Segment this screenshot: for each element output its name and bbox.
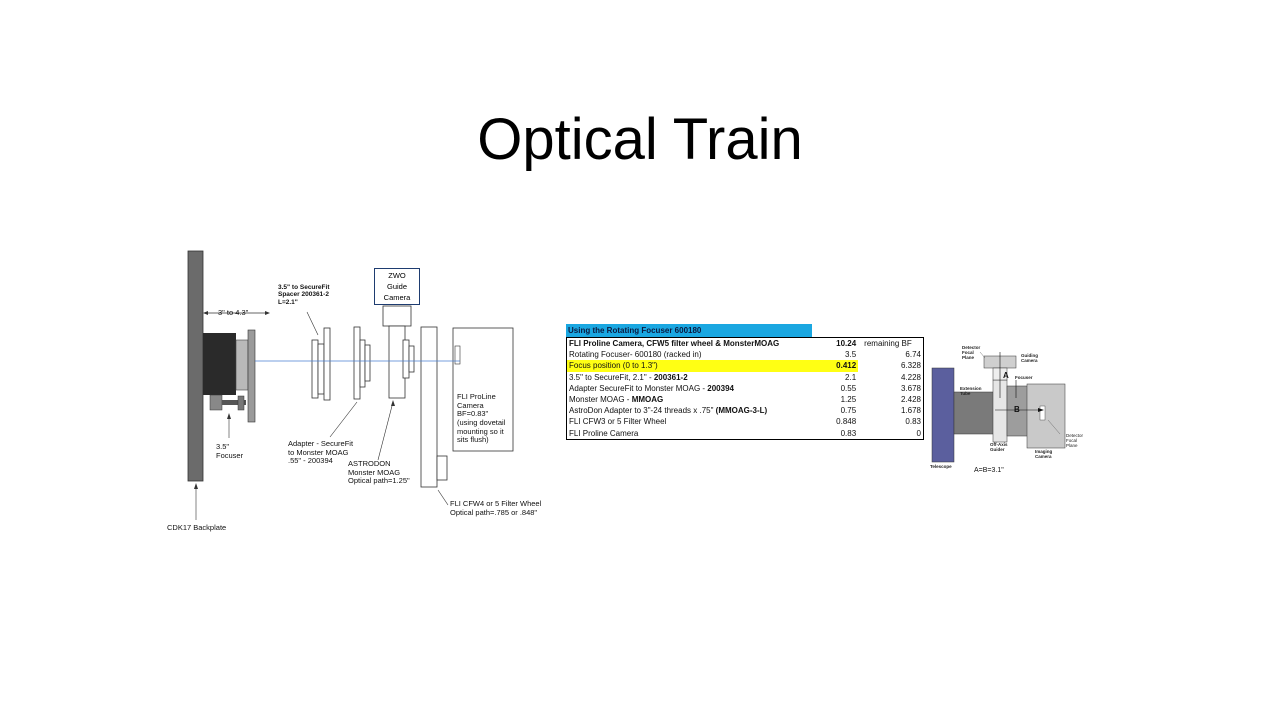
slide-title: Optical Train <box>477 107 803 172</box>
filter-wheel-label: FLI CFW4 or 5 Filter Wheel Optical path=… <box>450 499 542 517</box>
imaging-camera <box>1026 383 1066 449</box>
table-row: FLI Proline Camera 0.83 0 <box>569 428 921 438</box>
table-row: FLI CFW3 or 5 Filter Wheel 0.848 0.83 <box>569 417 921 427</box>
moag-label: ASTRODON Monster MOAG Optical path=1.25" <box>348 459 410 486</box>
fli-proline-camera <box>452 327 514 452</box>
spacing-label: 3" to 4.3" <box>218 308 249 317</box>
focuser-flange <box>247 329 256 423</box>
table-row-highlight: Focus position (0 to 1.3") 0.412 6.328 <box>566 360 924 372</box>
focuser-knob <box>237 395 245 411</box>
camera-label: FLI ProLine Camera BF=0.83" (using dovet… <box>457 392 506 445</box>
oag-label: Off-Axis Guider <box>990 442 1008 452</box>
guiding-camera-label: Guiding Camera <box>1021 353 1038 363</box>
detector-label: Detector Focal Plane <box>1066 433 1084 448</box>
guide-plane-label: Detector Focal Plane <box>962 345 981 360</box>
backplate-label: CDK17 Backplate <box>167 523 227 532</box>
imaging-camera-label: Imaging Camera <box>1035 449 1053 459</box>
extension-tube <box>953 391 999 435</box>
table-row: Rotating Focuser- 600180 (racked in) 3.5… <box>569 350 921 360</box>
telescope-label: Telescope <box>930 464 952 469</box>
adapter-label: Adapter - SecureFit to Monster MOAG .55"… <box>288 439 354 466</box>
extension-tube-label: Extension Tube <box>960 386 982 396</box>
table-row: AstroDon Adapter to 3"-24 threads x .75"… <box>569 406 921 416</box>
table-row: FLI Proline Camera, CFW5 filter wheel & … <box>569 339 912 349</box>
spacer-label: 3.5" to SecureFit Spacer 200361-2 L=2.1" <box>278 284 330 306</box>
oag-caption: A=B=3.1" <box>974 467 1004 474</box>
telescope <box>931 367 955 463</box>
table-row: Monster MOAG - MMOAG 1.25 2.428 <box>569 395 921 405</box>
mark-a: A <box>1003 371 1009 380</box>
table-header: Using the Rotating Focuser 600180 <box>566 324 812 337</box>
table-row: Adapter SecureFit to Monster MOAG - 2003… <box>569 383 921 393</box>
focuser-knob-shaft <box>222 400 246 405</box>
table-row: 3.5" to SecureFit, 2.1" - 200361-2 2.1 4… <box>569 372 921 382</box>
focuser-label-right: Focuser <box>1015 375 1033 380</box>
focuser-body <box>203 333 236 395</box>
filter-wheel <box>420 326 438 488</box>
focuser-label: 3.5" Focuser <box>216 442 244 460</box>
backfocus-table: Using the Rotating Focuser 600180 FLI Pr… <box>566 324 926 440</box>
mark-b: B <box>1014 405 1020 414</box>
zwo-label: ZWO Guide Camera <box>374 268 420 305</box>
